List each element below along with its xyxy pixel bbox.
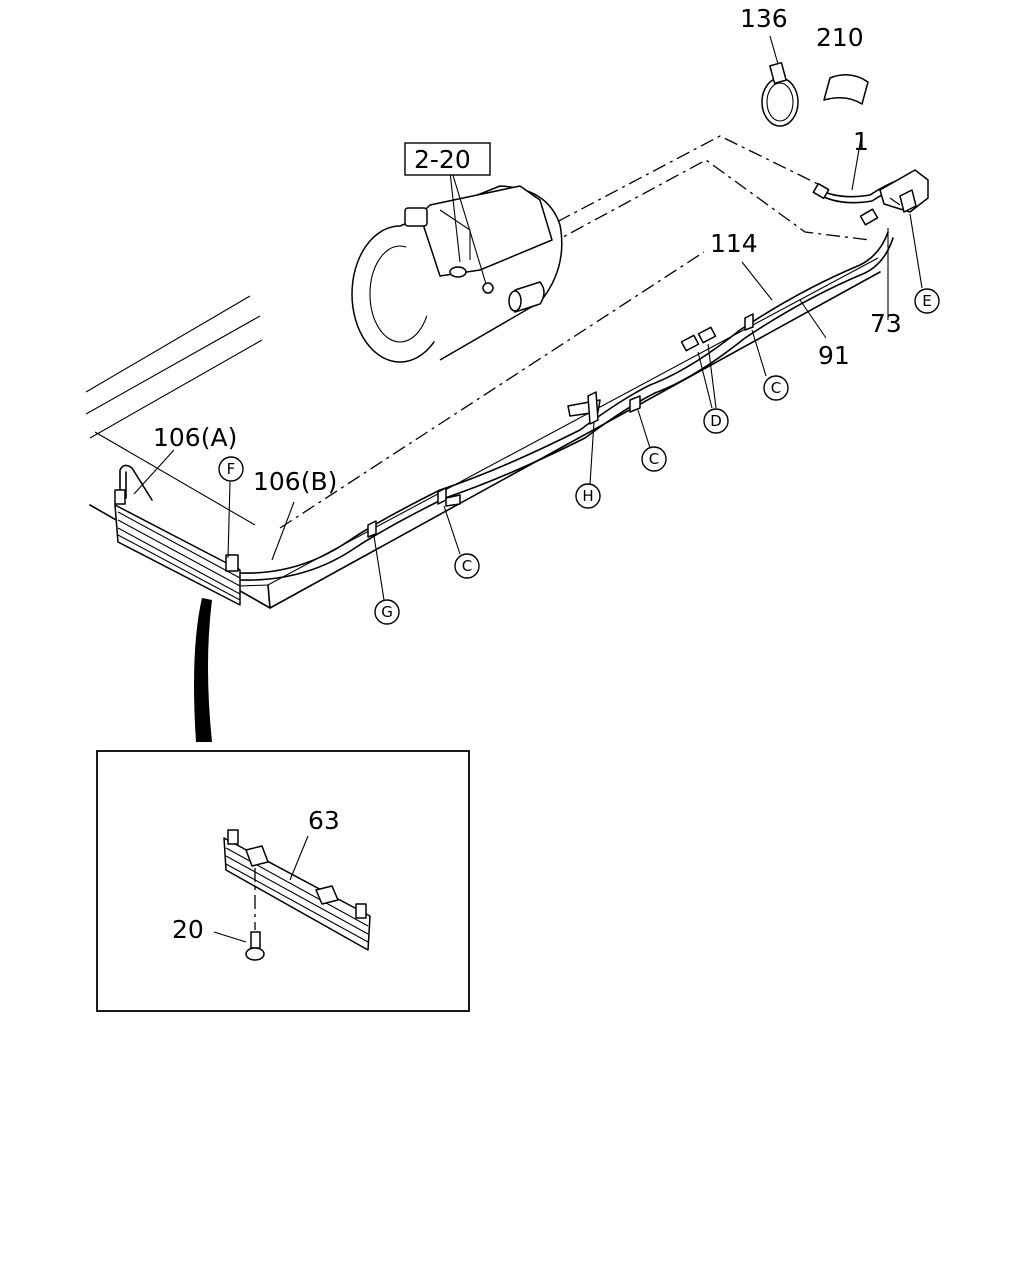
svg-text:D: D xyxy=(710,412,722,430)
ref-marker-h: H xyxy=(575,483,601,509)
svg-text:H: H xyxy=(582,487,593,505)
valve-assembly xyxy=(879,169,929,213)
leader-lines xyxy=(133,35,923,601)
svg-text:E: E xyxy=(922,292,931,310)
callout-2-20-box xyxy=(404,142,491,176)
callout-106a: 106(A) xyxy=(153,423,237,452)
ref-marker-c: C xyxy=(454,553,480,579)
ref-marker-g: G xyxy=(374,599,400,625)
oil-cooler xyxy=(114,464,241,606)
ref-marker-d: D xyxy=(703,408,729,434)
svg-text:C: C xyxy=(462,557,472,575)
callout-106b: 106(B) xyxy=(253,467,337,496)
bracket-210 xyxy=(823,74,869,105)
detail-inset xyxy=(96,750,470,1012)
callout-91: 91 xyxy=(818,341,850,370)
detail-pointer-arrow xyxy=(194,598,212,742)
routing-dashed-lines xyxy=(279,135,871,529)
pipe-bundle xyxy=(231,231,894,581)
pipe-clips xyxy=(367,313,754,538)
ref-marker-c: C xyxy=(763,375,789,401)
callout-2-20: 2-20 xyxy=(414,145,471,174)
ref-marker-f: F xyxy=(218,456,244,482)
clamp-136 xyxy=(761,62,799,127)
reference-markers: E C D C H C F G xyxy=(218,288,940,625)
callout-1: 1 xyxy=(853,127,869,156)
callout-63: 63 xyxy=(308,806,340,835)
svg-text:C: C xyxy=(649,450,659,468)
svg-text:G: G xyxy=(381,603,393,621)
ref-marker-c: C xyxy=(641,446,667,472)
svg-text:C: C xyxy=(771,379,781,397)
compressor-unit xyxy=(351,185,563,363)
callout-136: 136 xyxy=(740,4,788,33)
svg-text:F: F xyxy=(227,460,236,478)
callout-20: 20 xyxy=(172,915,204,944)
ref-marker-e: E xyxy=(914,288,940,314)
callout-labels: 136 210 1 2-20 114 73 91 106(A) 106(B) 6… xyxy=(153,4,902,944)
callout-114: 114 xyxy=(710,229,758,258)
callout-210: 210 xyxy=(816,23,864,52)
callout-73: 73 xyxy=(870,309,902,338)
